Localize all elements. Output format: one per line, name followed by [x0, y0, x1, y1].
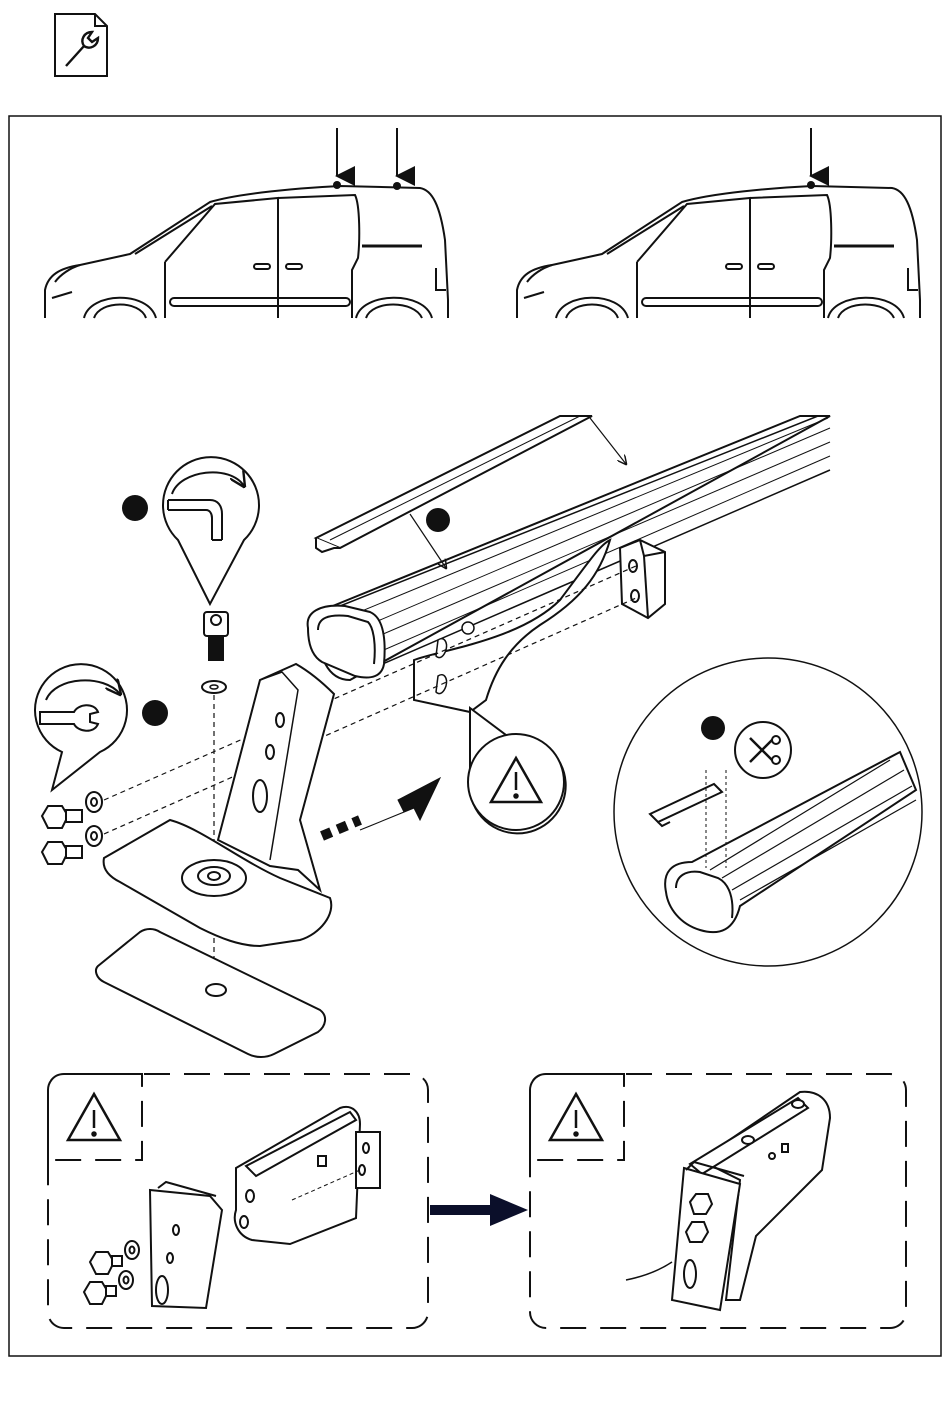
strip-pointer-line	[590, 418, 626, 464]
base-plate	[96, 929, 325, 1057]
foot-bracket	[104, 664, 334, 946]
hex-bolt-upper	[42, 792, 102, 828]
roof-bar	[308, 416, 830, 680]
bracket-assembly-after	[626, 1092, 830, 1310]
panel-before	[48, 1074, 428, 1328]
scissors-icon	[735, 722, 791, 778]
rubber-block	[620, 540, 665, 618]
warning-triangle-icon	[68, 1094, 120, 1140]
next-step-arrow	[430, 1194, 528, 1226]
step-dot	[142, 700, 168, 726]
cut-detail-circle	[614, 658, 922, 966]
insert-arrow	[322, 778, 440, 836]
panel-after	[530, 1074, 906, 1328]
van-left-mount-arrows	[333, 128, 401, 190]
mount-point-dot	[807, 181, 815, 189]
wrench-callout	[35, 664, 127, 790]
van-right	[517, 186, 920, 318]
step-dot	[426, 508, 450, 532]
hex-bolt-lower	[42, 826, 102, 864]
mount-point-dot	[333, 181, 341, 189]
warning-triangle-icon	[550, 1094, 602, 1140]
hex-key-callout	[163, 457, 259, 604]
bracket-assembly-before	[150, 1107, 380, 1308]
mount-point-dot	[393, 182, 401, 190]
document-wrench-icon	[55, 14, 107, 76]
hex-bolt-lower	[84, 1271, 133, 1304]
hex-bolt-upper	[90, 1241, 139, 1274]
step-dot	[122, 495, 148, 521]
step-dot	[701, 716, 725, 740]
van-left	[45, 186, 448, 318]
socket-bolt	[204, 612, 228, 660]
van-right-mount-arrows	[807, 128, 815, 189]
warning-callout	[468, 708, 566, 833]
